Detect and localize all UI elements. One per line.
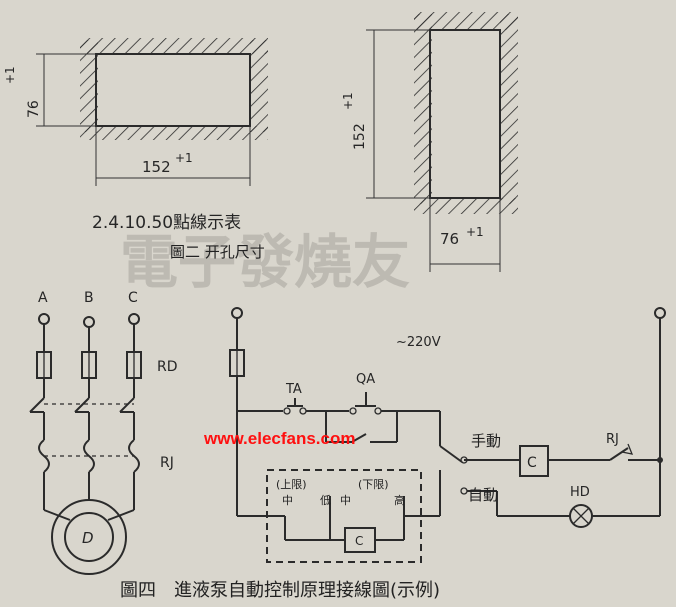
phase-a-label: A bbox=[38, 290, 48, 306]
watermark-big: 電子發燒友 bbox=[120, 228, 410, 296]
fig2-caption: 圖二 开孔尺寸 bbox=[170, 243, 265, 261]
probe-low: 低 bbox=[320, 494, 331, 507]
box1-width: 152 bbox=[142, 158, 171, 176]
fuse-label: RD bbox=[157, 359, 178, 375]
phase-c-label: C bbox=[128, 290, 138, 306]
probe-mid-2: 中 bbox=[340, 494, 351, 507]
box1-width-tol: +1 bbox=[175, 151, 193, 165]
box2-height: 152 bbox=[352, 123, 368, 150]
phase-b-label: B bbox=[84, 290, 94, 306]
motor-circuit bbox=[29, 313, 142, 575]
manual-label: 手動 bbox=[471, 432, 501, 450]
cutout-vertical bbox=[366, 12, 518, 272]
control-relay-label: RJ bbox=[606, 432, 619, 447]
box2-width: 76 bbox=[440, 230, 459, 248]
motor-relay-label: RJ bbox=[160, 455, 174, 471]
motor-symbol: D bbox=[82, 529, 94, 547]
watermark-url: www.elecfans.com bbox=[203, 429, 355, 448]
fig2-caption-top: 2.4.10.50點線示表 bbox=[92, 213, 241, 233]
contactor-label: C bbox=[527, 455, 537, 471]
control-circuit bbox=[229, 307, 666, 563]
figure-caption: 圖四 進液泵自動控制原理接線圖(示例) bbox=[120, 580, 440, 601]
lower-limit-label: (下限) bbox=[358, 478, 389, 491]
auto-label: 自動 bbox=[468, 486, 498, 504]
supply-voltage: ~220V bbox=[396, 335, 441, 350]
stop-button-label: TA bbox=[285, 382, 302, 397]
cutout-horizontal bbox=[36, 38, 268, 186]
box2-width-tol: +1 bbox=[466, 225, 484, 239]
lamp-label: HD bbox=[570, 485, 590, 500]
probe-mid-1: 中 bbox=[282, 494, 293, 507]
box2-height-tol: +1 bbox=[341, 92, 355, 110]
start-button-label: QA bbox=[356, 372, 375, 387]
box1-height: 76 bbox=[26, 100, 42, 118]
probe-high: 高 bbox=[394, 493, 405, 507]
box1-height-tol: +1 bbox=[3, 66, 17, 84]
upper-limit-label: (上限) bbox=[276, 478, 307, 491]
level-contactor-label: C bbox=[355, 534, 363, 548]
